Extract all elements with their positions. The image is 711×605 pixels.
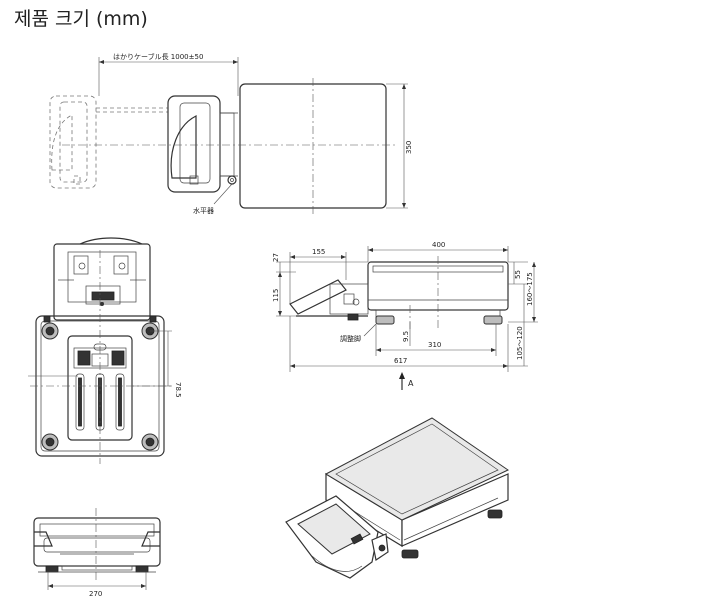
adjuster-label: 調整脚 <box>340 334 361 343</box>
level-label: 水平器 <box>193 206 214 215</box>
dim-side-55: 55 <box>514 270 522 279</box>
dim-side-9-5: 9.5 <box>402 331 410 342</box>
dim-side-155: 155 <box>312 248 325 256</box>
dim-front-270: 270 <box>89 590 102 598</box>
page-title: 제품 크기 (mm) <box>14 8 148 30</box>
dim-side-27: 27 <box>272 253 280 262</box>
dim-bottom-78-5: 78.5 <box>174 382 182 398</box>
top-view: はかりケーブル長 1000±50 水平器 <box>49 52 413 215</box>
bottom-view: 78.5 <box>28 237 182 464</box>
cable-length-label: はかりケーブル長 1000±50 <box>113 52 203 61</box>
display-unit-top <box>167 95 238 193</box>
dim-side-105-120: 105～120 <box>516 326 524 360</box>
dim-side-115: 115 <box>272 289 280 302</box>
dim-top-depth: 350 <box>405 141 413 154</box>
dim-side-310: 310 <box>428 341 441 349</box>
dim-side-617: 617 <box>394 357 407 365</box>
front-view: 270 <box>33 508 161 598</box>
ghost-display-unit <box>49 95 97 189</box>
side-view: 400 155 27 115 55 160～175 105～120 <box>272 241 538 390</box>
dim-side-400: 400 <box>432 241 445 249</box>
view-arrow-label: A <box>408 379 414 388</box>
dim-side-160-175: 160～175 <box>526 272 534 306</box>
isometric-view <box>285 417 510 579</box>
